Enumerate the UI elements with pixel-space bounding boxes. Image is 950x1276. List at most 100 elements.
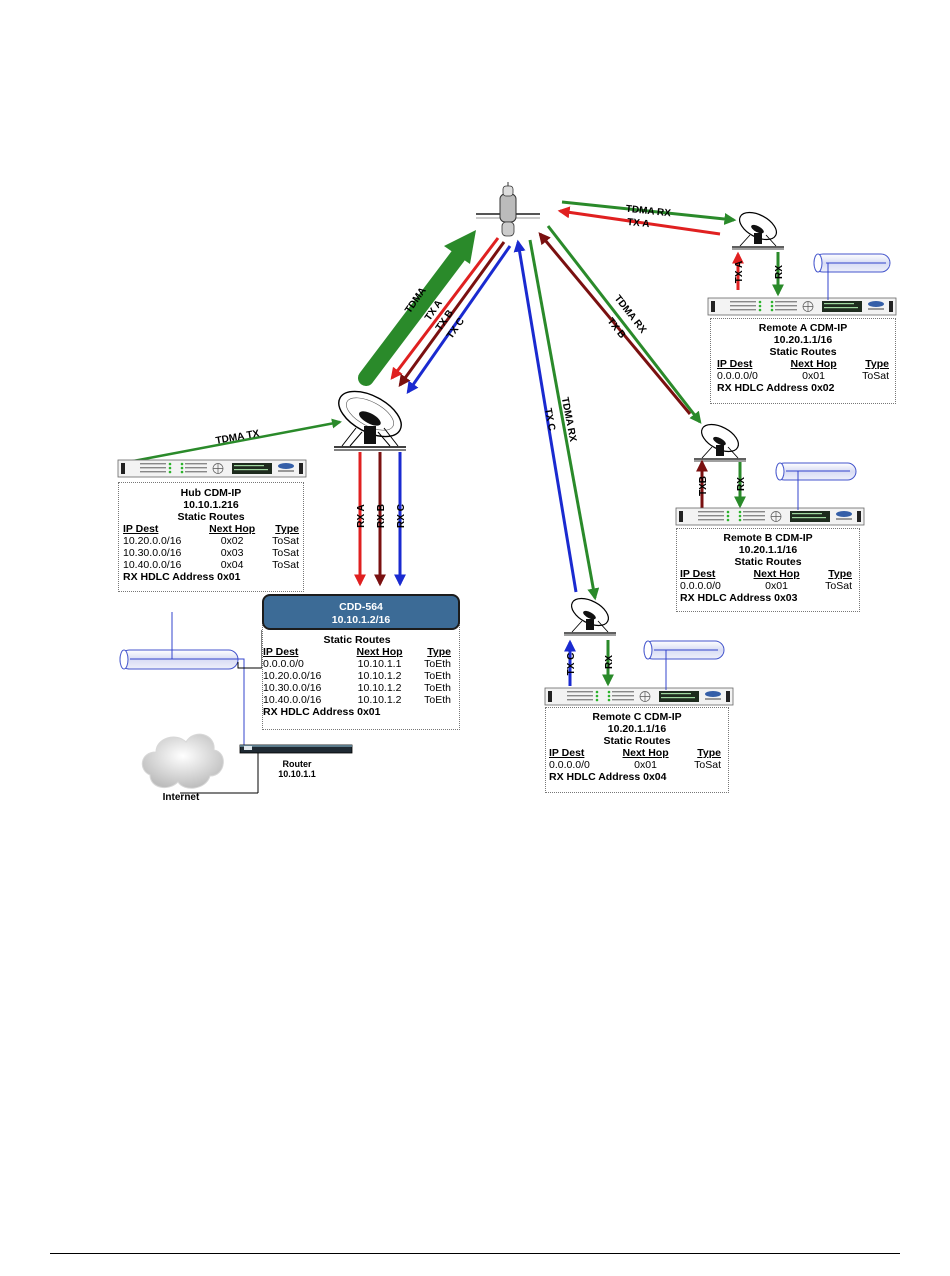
hub-name: Hub CDM-IP <box>180 487 242 499</box>
tdma-rx-a-line <box>561 200 737 225</box>
cell: 0.0.0.0/0 <box>263 658 304 670</box>
cell: ToEth <box>424 670 451 682</box>
table-row: 0.0.0.0/0 10.10.1.1 ToEth <box>263 658 451 670</box>
remote-a-hdlc: RX HDLC Address 0x02 <box>717 382 835 394</box>
cell: 10.30.0.0/16 <box>123 547 182 559</box>
col-next-hop: Next Hop <box>790 358 837 370</box>
col-ip-dest: IP Dest <box>717 358 753 370</box>
cell: ToSat <box>862 370 889 382</box>
remote-c-ip: 10.20.1.1/16 <box>607 723 667 735</box>
cell: ToEth <box>424 658 451 670</box>
cdd-info-box <box>262 612 460 730</box>
modem-icon <box>544 687 734 706</box>
ethernet-cable-icon <box>643 640 725 690</box>
tx-b-remote-label: TX B <box>605 316 628 341</box>
cell: ToEth <box>424 694 451 706</box>
cell: ToSat <box>272 535 299 547</box>
cell: 0.0.0.0/0 <box>680 580 721 592</box>
satellite-icon <box>476 182 540 237</box>
cell: 0x01 <box>634 759 657 771</box>
hub-info-box: Hub CDM-IP 10.10.1.216 Static Routes IP … <box>118 482 304 592</box>
remote-a-routes-title: Static Routes <box>769 346 837 358</box>
cell: 10.30.0.0/16 <box>263 682 322 694</box>
col-next-hop: Next Hop <box>209 523 256 535</box>
remote-a-tx-label: TX A <box>734 261 745 283</box>
modem-icon <box>117 459 307 478</box>
remote-b-info-box: Remote B CDM-IP 10.20.1.1/16 Static Rout… <box>676 528 860 612</box>
col-type: Type <box>427 646 451 658</box>
col-ip-dest: IP Dest <box>263 646 299 658</box>
ethernet-cable-icon <box>813 253 891 300</box>
tx-b-uplink <box>398 241 506 387</box>
table-row: 10.30.0.0/16 10.10.1.2 ToEth <box>263 682 451 694</box>
remote-b-ip: 10.20.1.1/16 <box>738 544 798 556</box>
tdma-rx-b-line <box>546 225 702 424</box>
col-next-hop: Next Hop <box>622 747 669 759</box>
remote-b-name: Remote B CDM-IP <box>723 532 813 544</box>
col-type: Type <box>275 523 299 535</box>
tx-a-remote-label: TX A <box>627 217 650 230</box>
hub-routes-title: Static Routes <box>177 511 245 523</box>
dish-antenna-icon <box>731 206 785 250</box>
cell: 10.40.0.0/16 <box>123 559 182 571</box>
remote-a-ip: 10.20.1.1/16 <box>773 334 833 346</box>
col-ip-dest: IP Dest <box>123 523 159 535</box>
cell: 10.40.0.0/16 <box>263 694 322 706</box>
cell: 10.10.1.1 <box>357 658 402 670</box>
remote-a-info-box: Remote A CDM-IP 10.20.1.1/16 Static Rout… <box>710 318 896 404</box>
cell: 10.20.0.0/16 <box>263 670 322 682</box>
dish-antenna-icon <box>693 418 747 462</box>
col-type: Type <box>865 358 889 370</box>
rx-c-down-label: RX C <box>396 504 407 528</box>
tx-c-remote-line <box>513 239 578 593</box>
tdma-rx-c-line <box>528 239 600 601</box>
modem-icon <box>675 507 865 526</box>
cell: ToSat <box>694 759 721 771</box>
hub-ip: 10.10.1.216 <box>183 499 239 511</box>
tx-a-remote-line <box>557 206 721 236</box>
dish-antenna-icon <box>563 592 617 636</box>
ethernet-cable-icon <box>119 612 263 745</box>
tdma-rx-a-label: TDMA RX <box>625 204 671 220</box>
cell: ToSat <box>272 559 299 571</box>
cell: 10.10.1.2 <box>357 670 402 682</box>
cdd-header: CDD-564 10.10.1.2/16 <box>262 594 460 630</box>
router-ip: 10.10.1.1 <box>278 769 316 779</box>
remote-b-routes-title: Static Routes <box>734 556 802 568</box>
col-type: Type <box>828 568 852 580</box>
remote-a-name: Remote A CDM-IP <box>758 322 848 334</box>
cell: 10.10.1.2 <box>357 682 402 694</box>
col-next-hop: Next Hop <box>753 568 800 580</box>
ethernet-cable-icon <box>775 462 857 510</box>
router-icon <box>239 744 353 793</box>
tx-b-remote-line <box>538 232 692 415</box>
remote-b-hdlc: RX HDLC Address 0x03 <box>680 592 798 604</box>
remote-a-rx-label: RX <box>774 265 785 279</box>
cell: 10.10.1.2 <box>357 694 402 706</box>
remote-b-rx-label: RX <box>736 477 747 491</box>
cell: ToEth <box>424 682 451 694</box>
cdd-name: CDD-564 <box>339 601 383 613</box>
cell: 0x03 <box>220 547 244 559</box>
col-ip-dest: IP Dest <box>549 747 585 759</box>
tx-a-uplink <box>390 237 500 380</box>
tdma-uplink-arrow <box>358 230 476 386</box>
tdma-tx-hub-label: TDMA TX <box>215 428 261 447</box>
remote-c-hdlc: RX HDLC Address 0x04 <box>549 771 667 783</box>
cell: 0.0.0.0/0 <box>717 370 758 382</box>
tx-c-uplink <box>406 245 512 394</box>
remote-c-info-box: Remote C CDM-IP 10.20.1.1/16 Static Rout… <box>545 707 729 793</box>
internet-label: Internet <box>162 792 200 803</box>
dish-antenna-icon <box>330 381 410 451</box>
remote-b-tx-label: TXB <box>698 476 709 496</box>
col-ip-dest: IP Dest <box>680 568 716 580</box>
